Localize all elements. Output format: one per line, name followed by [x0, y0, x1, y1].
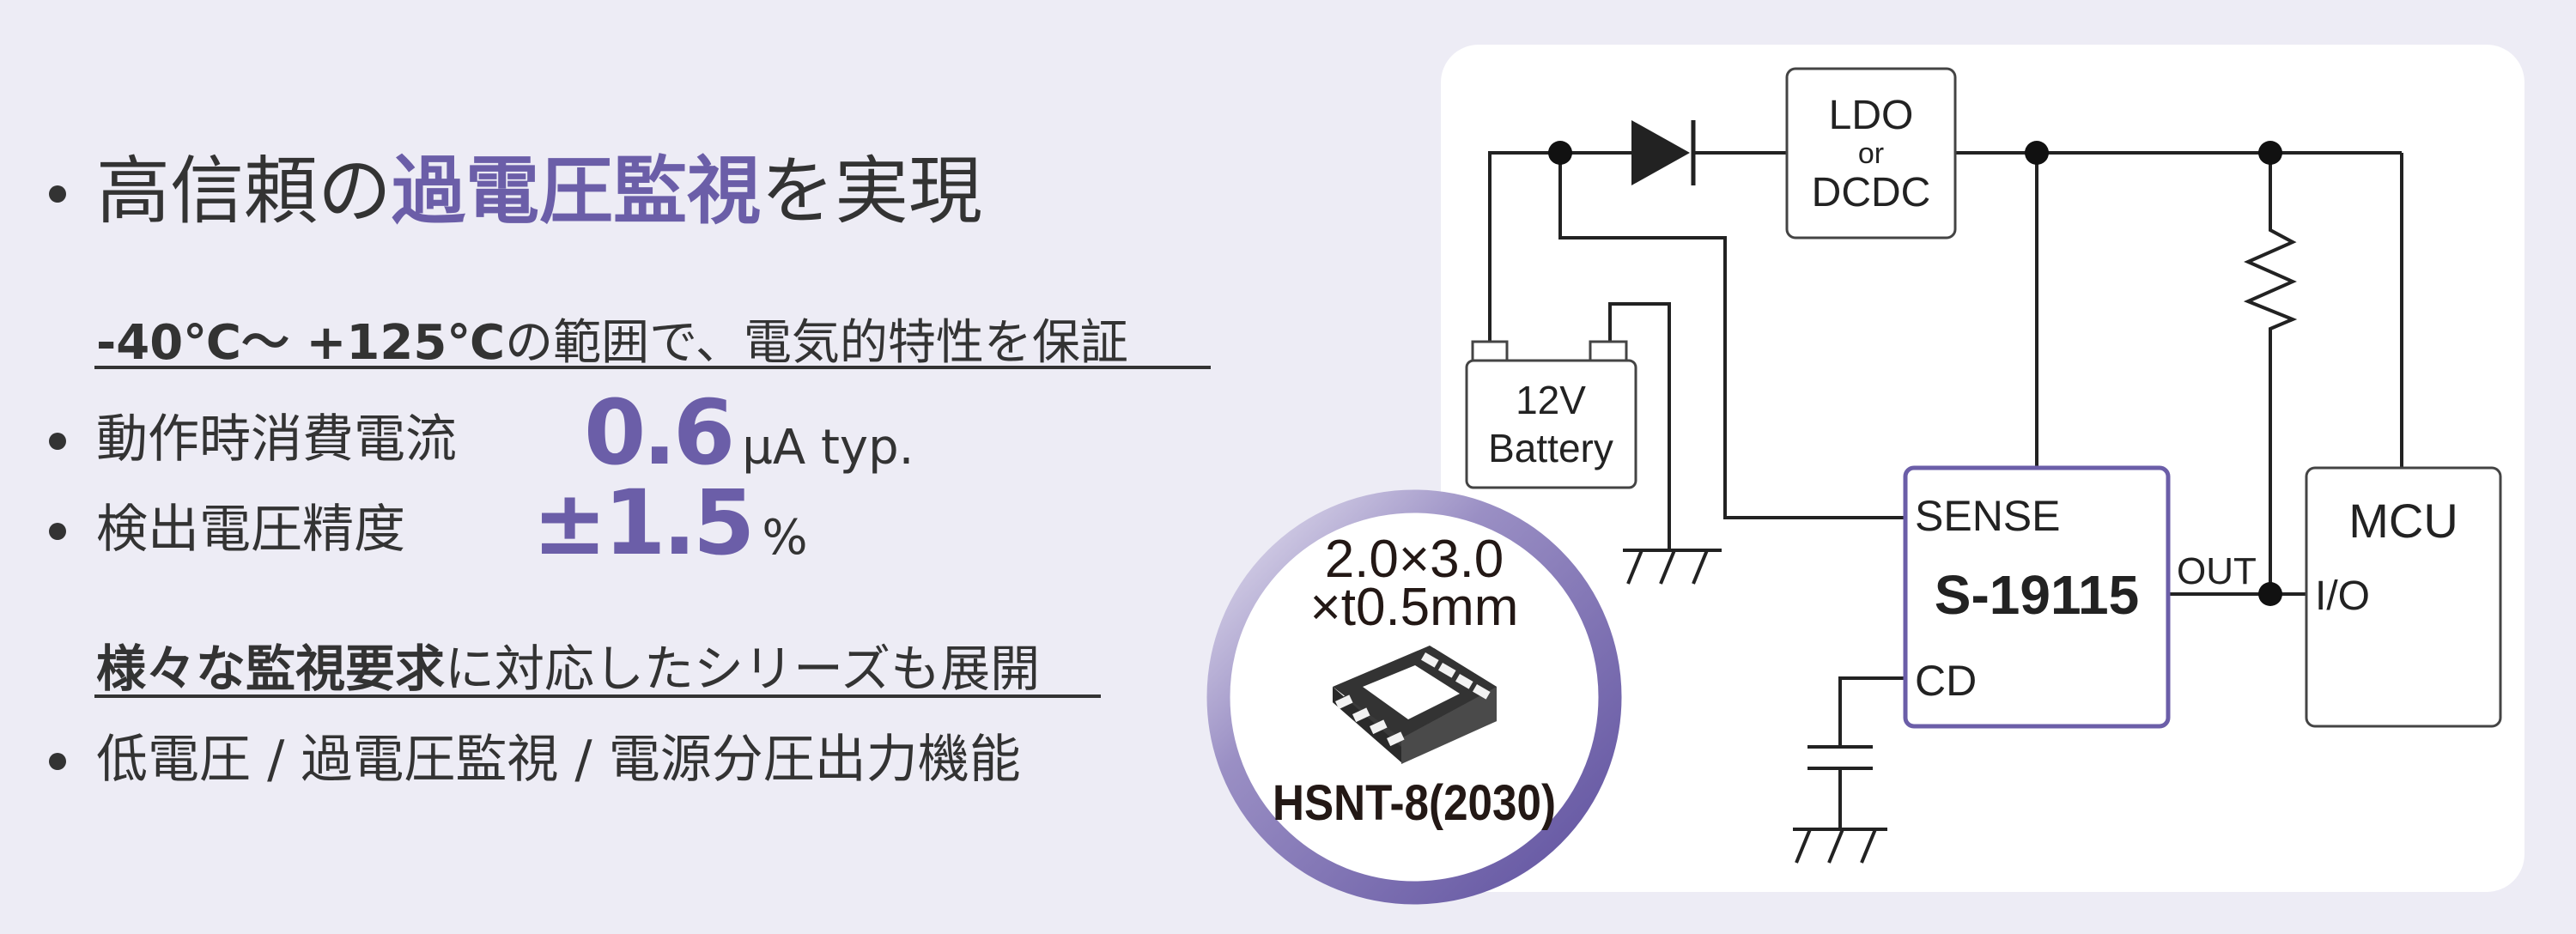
spec-accuracy-row: ±1.5 %	[532, 478, 808, 567]
bullet	[49, 753, 66, 770]
wire	[1838, 676, 1905, 747]
package-dims: ×t0.5mm	[1310, 578, 1519, 637]
wire	[1488, 151, 1631, 345]
bullet	[49, 433, 66, 450]
series-heading: 様々な監視要求に対応したシリーズも展開	[96, 644, 1040, 694]
junction-dot	[2258, 582, 2282, 606]
junction-dot	[2258, 141, 2282, 165]
resistor	[2243, 153, 2298, 594]
temp-range: -40℃～ +125℃の範囲で、電気的特性を保証	[96, 319, 1128, 367]
spec-accuracy-unit: %	[762, 510, 808, 566]
headline-prefix: 高信頼の	[96, 149, 392, 234]
temp-range-bold: -40℃～ +125℃	[96, 315, 506, 371]
functions-text: 低電圧 / 過電圧監視 / 電源分圧出力機能	[96, 730, 1021, 790]
regulator-block: LDO or DCDC	[1785, 67, 1957, 240]
temp-range-rest: の範囲で、電気的特性を保証	[505, 315, 1128, 371]
package-badge: 2.0×3.0 ×t0.5mm HSNT-8(2030)	[1206, 489, 1622, 905]
ic-block: SENSE S-19115 CD OUT	[1903, 465, 2257, 729]
battery-label: Battery	[1488, 426, 1613, 470]
spec-current-unit: µA typ.	[742, 420, 914, 476]
mcu-name: MCU	[2348, 494, 2458, 548]
wire	[1608, 302, 1671, 550]
regulator-label: or	[1858, 137, 1884, 170]
series-rest: に対応したシリーズも展開	[445, 640, 1041, 698]
regulator-label: LDO	[1829, 93, 1914, 138]
chip-icon	[1333, 646, 1497, 764]
underline	[94, 366, 1211, 369]
package-dims: 2.0×3.0	[1325, 530, 1504, 589]
spec-accuracy-value: ±1.5	[532, 470, 755, 575]
battery-block: 12V Battery	[1465, 340, 1637, 489]
spec-current-value: 0.6	[584, 380, 735, 485]
headline-suffix: を実現	[761, 149, 982, 234]
junction-dot	[1548, 141, 1572, 165]
diode-icon	[1631, 120, 1696, 185]
battery-label: 12V	[1516, 378, 1586, 422]
ic-name: S-19115	[1935, 564, 2139, 626]
ground-icon	[1793, 828, 1887, 864]
series-bold: 様々な監視要求	[96, 640, 446, 698]
spec-current-row: 0.6 µA typ.	[584, 388, 914, 477]
spec-current-label: 動作時消費電流	[96, 409, 457, 470]
wire	[1558, 153, 1905, 519]
pin-cd-label: CD	[1915, 657, 1977, 705]
underline	[94, 694, 1101, 698]
junction-dot	[2025, 141, 2049, 165]
ground-icon	[1623, 549, 1722, 585]
headline-highlight: 過電圧監視	[392, 149, 761, 234]
bullet	[49, 523, 66, 540]
package-name: HSNT-8(2030)	[1273, 775, 1556, 831]
wires	[1488, 151, 2403, 864]
pin-out-label: OUT	[2177, 550, 2257, 592]
junctions	[1548, 141, 2282, 606]
regulator-label: DCDC	[1812, 170, 1931, 215]
headline: 高信頼の過電圧監視を実現	[96, 155, 982, 228]
bullet	[49, 185, 66, 203]
pin-io-label: I/O	[2315, 573, 2370, 619]
pin-sense-label: SENSE	[1915, 492, 2061, 540]
spec-accuracy-label: 検出電圧精度	[96, 500, 405, 560]
mcu-block: MCU I/O	[2305, 466, 2502, 728]
